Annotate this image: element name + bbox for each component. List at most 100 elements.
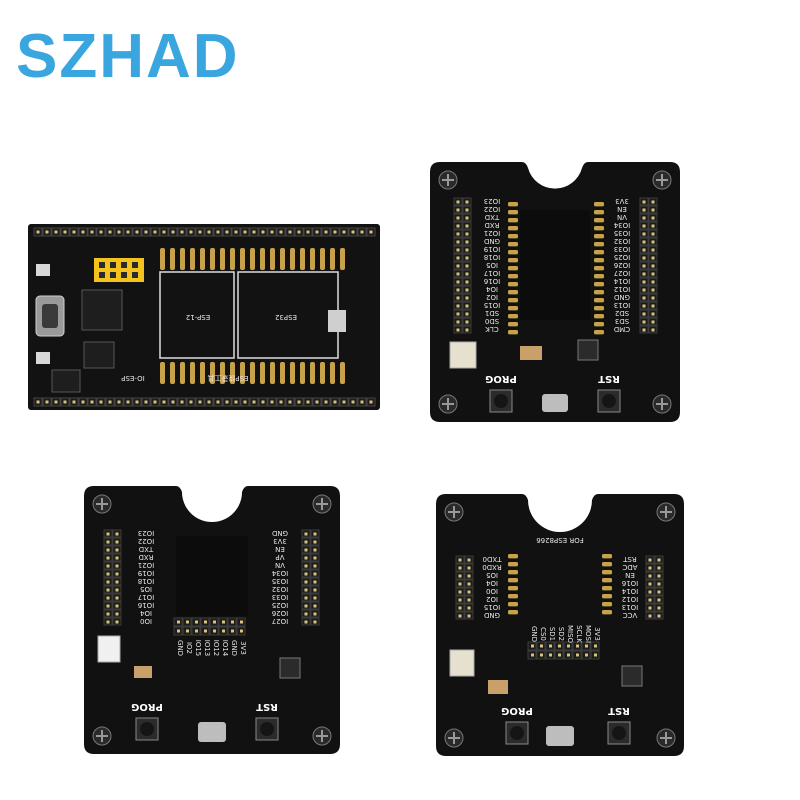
brand-logo: SZHAD bbox=[16, 22, 240, 91]
esp32a-right-pin-label: SD2 bbox=[615, 309, 629, 317]
esp32b-bottom-pin-label: IO13 bbox=[203, 640, 211, 656]
screw-icons bbox=[444, 502, 676, 748]
esp32b-left-pin-label: IO0 bbox=[140, 617, 152, 625]
esp32a-left-pin-label: IO23 bbox=[484, 197, 500, 205]
esp32b-left-pin-label: IO19 bbox=[138, 569, 154, 577]
esp32a-board-image: PROG RST IO23IO22TXDRXDIO21GNDIO19IO18IO… bbox=[430, 162, 680, 422]
esp32a-left-pin-label: TXD bbox=[485, 213, 500, 221]
esp8266-bottom-pin-label: MOSI bbox=[584, 625, 592, 643]
screw-icons bbox=[92, 494, 332, 746]
esp32a-left-pin-label: IO17 bbox=[484, 269, 500, 277]
esp8266-right-pin-label: IO16 bbox=[621, 579, 638, 587]
esp12-programmer-board: ESP-12 ESP32 IO-ESP ESP烧录工具 bbox=[28, 224, 380, 410]
pin-header bbox=[301, 529, 320, 626]
esp32a-right-pin-label: IO27 bbox=[614, 269, 630, 277]
spring-contacts bbox=[508, 202, 604, 335]
esp8266-title: FOR ESP8266 bbox=[536, 536, 584, 544]
esp8266-bottom-pin-label: MISO bbox=[566, 625, 574, 644]
esp32a-right-pin-label: IO25 bbox=[614, 253, 630, 261]
spring-contacts bbox=[508, 554, 612, 615]
esp32b-left-pin-label: TXD bbox=[139, 545, 154, 553]
esp32a-right-pin-label: IO12 bbox=[614, 285, 630, 293]
esp32a-left-pin-label: IO15 bbox=[484, 301, 500, 309]
esp32b-right-pin-label: IO35 bbox=[272, 577, 288, 585]
esp32b-right-pin-label: IO25 bbox=[272, 601, 288, 609]
esp8266-left-pin-label: IO2 bbox=[486, 595, 498, 603]
esp12-label: ESP-12 bbox=[186, 313, 210, 321]
esp32b-left-pin-label: IO18 bbox=[138, 577, 154, 585]
esp32b-right-pin-label: VN bbox=[275, 561, 285, 569]
esp32a-left-pin-label: IO21 bbox=[484, 229, 500, 237]
esp32a-right-pin-label: GND bbox=[614, 293, 630, 301]
io-esp-label: IO-ESP bbox=[121, 374, 144, 382]
prog-button-label: PROG bbox=[501, 705, 533, 716]
esp8266-left-pin-label: IO15 bbox=[484, 603, 500, 611]
esp32b-left-pin-label: IO23 bbox=[138, 529, 154, 537]
esp32a-right-pin-label: VN bbox=[617, 213, 627, 221]
esp32b-right-pin-label: GND bbox=[272, 529, 288, 537]
pin-header bbox=[455, 555, 474, 620]
esp32b-right-pin-label: EN bbox=[275, 545, 285, 553]
esp32a-left-pin-label: IO22 bbox=[484, 205, 500, 213]
esp8266-right-pin-label: EN bbox=[625, 571, 635, 579]
esp8266-board-image: FOR ESP8266 PROG RST TXD0RXD0IO5IO4IO0IO… bbox=[436, 494, 684, 756]
esp8266-left-pin-label: IO5 bbox=[486, 571, 498, 579]
esp8266-right-pin-label: ADC bbox=[622, 563, 637, 571]
pin-header bbox=[639, 197, 658, 334]
esp32a-right-pin-label: IO32 bbox=[614, 237, 630, 245]
esp32b-bottom-pin-label: IO14 bbox=[221, 640, 229, 657]
esp32a-right-pin-label: IO26 bbox=[613, 261, 630, 269]
esp8266-right-pin-label: IO14 bbox=[621, 587, 638, 595]
esp32a-right-pin-label: IO35 bbox=[614, 229, 630, 237]
esp32b-left-pin-label: IO16 bbox=[137, 601, 154, 609]
esp32b-bottom-pin-label: GND bbox=[176, 640, 184, 656]
rst-button-label: RST bbox=[598, 373, 620, 384]
esp8266-right-pin-label: IO13 bbox=[622, 603, 638, 611]
esp32a-left-pin-label: RXD bbox=[484, 221, 499, 229]
esp32b-right-pin-label: IO33 bbox=[272, 593, 288, 601]
tool-label: ESP烧录工具 bbox=[207, 374, 248, 383]
rst-button-label: RST bbox=[608, 705, 630, 716]
esp8266-left-pin-label: TXD0 bbox=[483, 555, 503, 563]
esp32a-right-pin-label: EN bbox=[617, 205, 627, 213]
esp32b-bottom-pin-label: IO2 bbox=[185, 642, 193, 654]
esp8266-bottom-pin-label: GND bbox=[530, 626, 538, 642]
esp32b-left-pin-label: IO22 bbox=[138, 537, 154, 545]
esp8266-left-pin-label: GND bbox=[484, 611, 500, 619]
esp32a-left-pin-label: IO18 bbox=[484, 253, 500, 261]
esp8266-right-pin-label: RST bbox=[622, 555, 636, 563]
spring-contacts bbox=[160, 248, 345, 384]
esp32a-left-pin-label: IO4 bbox=[485, 285, 498, 293]
prog-button-label: PROG bbox=[485, 373, 517, 384]
esp32b-bottom-pin-label: IO15 bbox=[194, 640, 202, 656]
esp32a-left-pin-label: CLK bbox=[485, 325, 499, 333]
esp32a-left-pin-label: IO2 bbox=[486, 293, 498, 301]
esp12-board-image: ESP-12 ESP32 IO-ESP ESP烧录工具 bbox=[28, 224, 380, 410]
esp32a-right-pin-label: IO14 bbox=[613, 277, 630, 285]
esp8266-bottom-pin-label: SD1 bbox=[548, 627, 556, 641]
esp8266-right-pin-label: VCC bbox=[623, 611, 638, 619]
esp8266-bottom-pin-label: 3V3 bbox=[593, 627, 601, 641]
esp32a-left-pin-label: GND bbox=[484, 237, 500, 245]
esp32b-left-pin-label: IO4 bbox=[139, 609, 152, 617]
esp32b-right-pin-label: IO34 bbox=[271, 569, 288, 577]
esp32b-left-pin-label: IO17 bbox=[138, 593, 154, 601]
pin-header bbox=[33, 227, 376, 407]
esp32a-left-pin-label: IO16 bbox=[483, 277, 500, 285]
esp32a-left-pin-label: SD1 bbox=[485, 309, 499, 317]
esp32a-left-pin-label: IO5 bbox=[486, 261, 498, 269]
pin-header bbox=[453, 197, 472, 334]
screw-icons bbox=[438, 170, 672, 414]
esp8266-bottom-pin-label: CS0 bbox=[539, 627, 547, 641]
esp32a-right-pin-label: CMD bbox=[614, 325, 630, 333]
esp8266-right-pin-label: IO12 bbox=[622, 595, 638, 603]
pin-header bbox=[173, 617, 246, 636]
esp32a-left-pin-label: IO19 bbox=[484, 245, 500, 253]
rst-button-label: RST bbox=[256, 701, 278, 712]
esp8266-left-pin-label: IO0 bbox=[486, 587, 498, 595]
pin-header bbox=[527, 641, 600, 660]
esp32b-left-pin-label: IO5 bbox=[140, 585, 152, 593]
esp32b-bottom-pin-label: GND bbox=[230, 640, 238, 656]
esp32b-right-pin-label: IO32 bbox=[272, 585, 288, 593]
